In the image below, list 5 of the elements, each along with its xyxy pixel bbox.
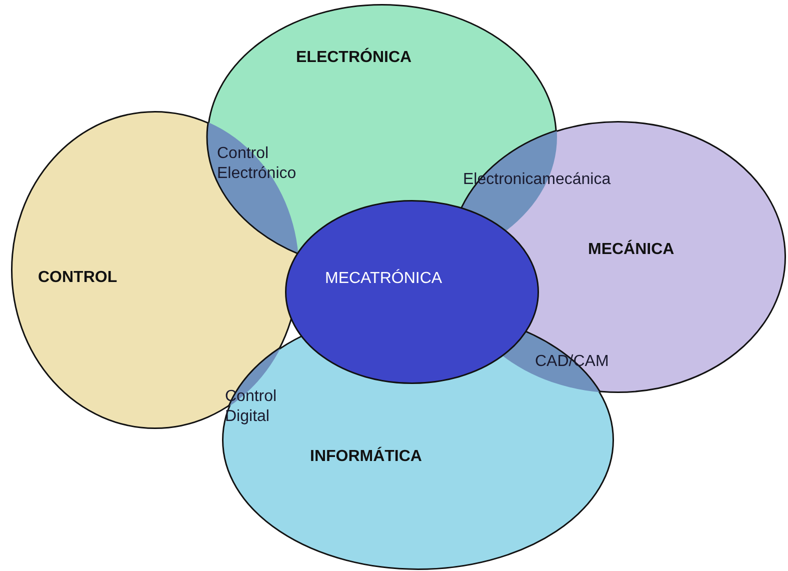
circle-label: INFORMÁTICA: [310, 447, 422, 466]
circle-label: CONTROL: [38, 268, 118, 288]
circle-label: ELECTRÓNICA: [296, 48, 412, 68]
circle-label: MECÁNICA: [588, 240, 674, 260]
circle-label: MECATRÓNICA: [325, 269, 442, 288]
